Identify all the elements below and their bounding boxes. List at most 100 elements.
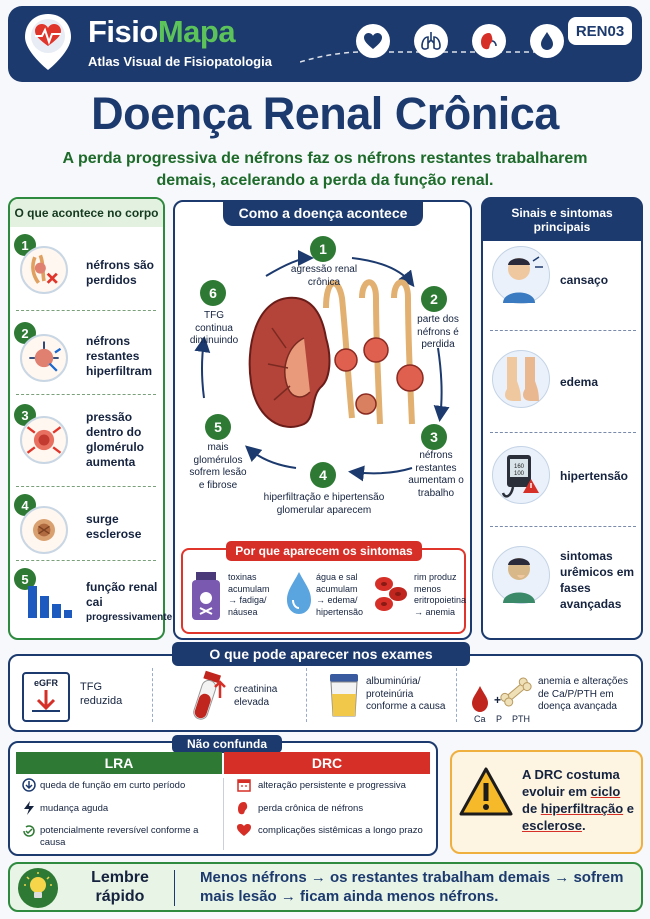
drc-item: complicações sistêmicas a longo prazo	[258, 825, 423, 836]
cycle-step-number: 2	[421, 286, 447, 312]
calendar-icon	[237, 779, 251, 792]
lightning-icon	[24, 801, 34, 815]
why-item-text: toxinas acumulam → fadiga/ náusea	[228, 572, 270, 617]
separator	[490, 526, 636, 527]
cycle-step-text: mais glomérulos sofrem lesão e fibrose	[189, 442, 247, 491]
mineral-label-p: P	[496, 714, 503, 724]
code-badge: REN03	[568, 17, 632, 45]
tired-person-icon	[492, 246, 550, 304]
lungs-icon	[414, 24, 448, 58]
symptom-text: hipertensão	[560, 469, 629, 483]
header-dashed-line	[300, 50, 550, 63]
svg-text:+: +	[494, 693, 501, 707]
mineral-label-ca: Ca	[474, 714, 486, 724]
why-symptoms-heading: Por que aparecem os sintomas	[226, 541, 422, 561]
cycle-step-text: parte dos néfrons é perdida	[417, 314, 459, 350]
mechanism-heading: Como a doença acontece	[223, 200, 423, 226]
brand-tagline: Atlas Visual de Fisiopatologia	[88, 54, 272, 69]
cycle-step-number: 4	[310, 462, 336, 488]
why-item-text: rim produz menos eritropoietina → anemia	[414, 572, 467, 617]
why-item-text: água e sal acumulam → edema/ hipertensão	[316, 572, 364, 617]
page-title: Doença Renal Crônica	[91, 88, 559, 139]
step-text: néfrons restantes hiperfiltram	[86, 334, 153, 378]
separator	[16, 486, 156, 487]
red-cells-icon	[375, 577, 407, 611]
separator	[174, 870, 175, 906]
separator	[490, 330, 636, 331]
kidney-icon	[472, 24, 506, 58]
brand-name: FisioMapa	[88, 14, 236, 49]
sclerosis-icon	[20, 506, 68, 554]
cycle-step-number: 3	[421, 424, 447, 450]
down-circle-icon	[22, 778, 36, 792]
exams-panel	[8, 654, 643, 732]
step-number: 5	[14, 568, 36, 590]
separator	[16, 560, 156, 561]
page-subtitle: A perda progressiva de néfrons faz os né…	[62, 150, 588, 189]
step-text-extra: progressivamente	[86, 612, 173, 623]
cycle-step-text: néfrons restantes aumentam o trabalho	[408, 450, 464, 499]
separator	[456, 668, 457, 722]
step-text: pressão dentro do glomérulo aumenta	[86, 410, 145, 469]
exam-item-text: TFG reduzida	[80, 681, 123, 707]
exam-item-text: albuminúria/ proteinúria conforme a caus…	[366, 676, 446, 712]
mineral-label-pth: PTH	[512, 714, 530, 724]
drop-icon	[530, 24, 564, 58]
toxin-bottle-icon	[192, 572, 220, 620]
remember-text: Menos néfrons → os restantes trabalham d…	[200, 869, 624, 905]
step-text: néfrons são perdidos	[86, 258, 155, 287]
cycle-step-text: TFG continua diminuindo	[189, 310, 239, 346]
symptom-text: edema	[560, 375, 599, 389]
cycle-diagram	[194, 250, 450, 482]
body-process-heading: O que acontece no corpo	[10, 199, 163, 227]
exam-item-text: anemia e alterações de Ca/P/PTH em doenç…	[538, 676, 629, 712]
cycle-step-number: 1	[310, 236, 336, 262]
remember-title: Lembre rápido	[91, 869, 149, 905]
egfr-clipboard-icon: eGFR	[22, 672, 70, 722]
svg-text:100: 100	[514, 471, 525, 477]
cycle-step-text: agressão renal crônica	[290, 264, 358, 288]
minerals-icon: +	[472, 677, 532, 712]
cycle-step-number: 5	[205, 414, 231, 440]
svg-text:160: 160	[514, 464, 525, 470]
organ-heart-icon	[237, 824, 251, 836]
heart-icon	[356, 24, 390, 58]
declining-bars-icon	[28, 586, 72, 618]
lightbulb-icon	[18, 868, 58, 908]
hyperfiltration-icon	[20, 334, 68, 382]
separator	[490, 432, 636, 433]
separator	[152, 668, 153, 722]
why-symptoms-box	[181, 548, 466, 634]
kidney-small-icon	[238, 802, 248, 815]
lost-nephron-icon	[20, 246, 68, 294]
lra-item: queda de função em curto período	[40, 780, 186, 791]
reversible-icon	[23, 825, 35, 837]
blood-tube-icon	[193, 670, 226, 720]
urine-cup-icon	[330, 674, 358, 717]
drc-item: perda crônica de néfrons	[258, 803, 364, 814]
cycle-step-text: hiperfiltração e hipertensão glomerular …	[263, 492, 385, 516]
logo-icon	[25, 14, 71, 70]
separator	[223, 778, 224, 850]
drc-item: alteração persistente e progressiva	[258, 780, 406, 791]
symptoms-heading: Sinais e sintomas principais	[483, 199, 641, 241]
separator	[306, 668, 307, 722]
egfr-label: eGFR	[33, 678, 58, 688]
exam-item-text: creatinina elevada	[234, 684, 278, 708]
symptom-text: sintomas urêmicos em fases avançadas	[560, 549, 635, 611]
step-text: surge esclerose	[86, 512, 142, 541]
cycle-step-number: 6	[200, 280, 226, 306]
swollen-feet-icon	[492, 350, 550, 408]
down-arrow-icon	[32, 690, 60, 712]
glomerulus-pressure-icon	[20, 416, 68, 464]
exams-heading: O que pode aparecer nos exames	[172, 642, 470, 666]
warning-text: A DRC costuma evoluir em ciclo de hiperf…	[522, 767, 634, 833]
lra-heading: LRA	[16, 752, 222, 774]
water-drop-icon	[287, 572, 311, 614]
remember-panel	[8, 862, 643, 912]
lra-item: mudança aguda	[40, 803, 109, 814]
compare-heading: Não confunda	[172, 735, 282, 753]
warning-icon	[459, 767, 513, 816]
step-text: função renal cai	[86, 580, 158, 609]
